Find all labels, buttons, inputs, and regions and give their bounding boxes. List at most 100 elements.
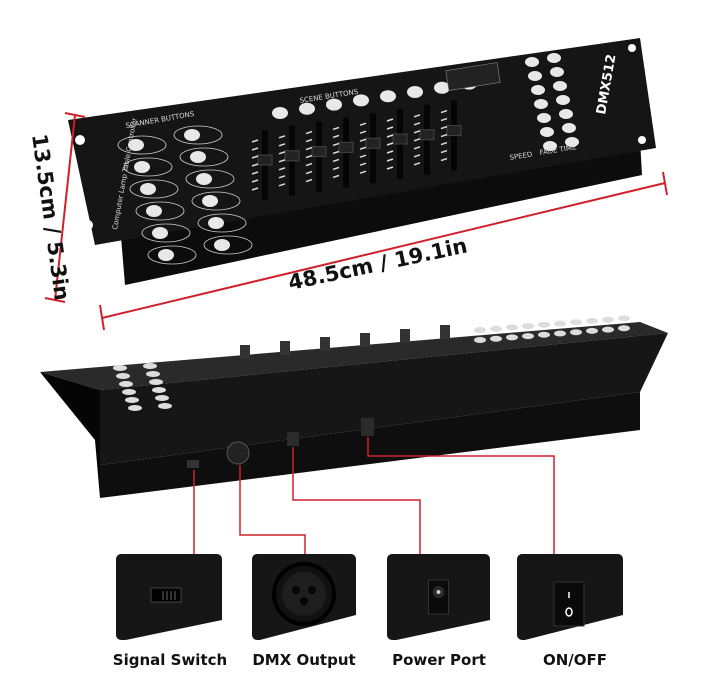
function-button[interactable] — [543, 141, 557, 151]
slide-switch-icon — [150, 587, 182, 603]
rear-button — [506, 324, 518, 331]
function-button[interactable] — [537, 113, 551, 123]
fader-knob[interactable] — [311, 146, 327, 158]
fader-knob[interactable] — [392, 133, 408, 145]
rear-button — [474, 337, 486, 343]
rear-button — [149, 379, 163, 385]
function-button[interactable] — [547, 53, 561, 63]
rear-button — [116, 373, 130, 379]
rear-button — [152, 387, 166, 393]
rear-button — [522, 333, 534, 340]
function-button[interactable] — [553, 81, 567, 91]
port-card-0: Signal Switch — [113, 554, 227, 669]
rear-button — [554, 330, 566, 337]
rear-button — [125, 397, 139, 403]
scanner-button-ring — [141, 223, 191, 243]
scanner-button[interactable] — [158, 249, 174, 261]
function-button[interactable] — [559, 109, 573, 119]
rear-button — [602, 316, 614, 323]
scanner-button-ring — [197, 213, 247, 233]
rear-button — [122, 389, 136, 395]
scanner-button-ring — [123, 157, 173, 177]
scanner-button[interactable] — [134, 161, 150, 173]
scene-button[interactable] — [407, 86, 423, 98]
scene-button[interactable] — [434, 81, 450, 94]
function-button[interactable] — [565, 137, 579, 147]
function-button[interactable] — [562, 123, 576, 133]
scanner-button[interactable] — [184, 129, 200, 141]
rear-button — [618, 315, 630, 322]
power-port — [287, 432, 299, 446]
rear-button — [490, 325, 502, 332]
dc-jack-icon — [428, 579, 449, 615]
scanner-button-ring — [191, 191, 241, 211]
rear-button — [554, 320, 566, 327]
rear-button — [570, 329, 582, 336]
rear-button — [506, 334, 518, 341]
function-button[interactable] — [528, 71, 542, 81]
fader-knob[interactable] — [365, 137, 381, 149]
scanner-button[interactable] — [140, 183, 156, 195]
scene-button[interactable] — [272, 107, 288, 119]
rear-button — [119, 381, 133, 387]
function-button[interactable] — [531, 85, 545, 95]
fader-knob[interactable] — [419, 129, 435, 141]
rocker-switch-icon — [553, 581, 585, 627]
port-card-1: DMX Output — [252, 554, 356, 669]
rear-button — [158, 403, 172, 409]
dmx-port — [226, 441, 250, 465]
scanner-button[interactable] — [146, 205, 162, 217]
rear-button — [570, 319, 582, 326]
scanner-button[interactable] — [190, 151, 206, 163]
rear-button — [146, 371, 160, 377]
scanner-button[interactable] — [202, 195, 218, 207]
scanner-button-ring — [203, 235, 253, 255]
rear-button — [538, 321, 550, 328]
scanner-button-ring — [179, 147, 229, 167]
scanner-button-ring — [147, 245, 197, 265]
function-button[interactable] — [534, 99, 548, 109]
controller-top-view: SCANNER BUTTONS SCENE BUTTONS SPEED FADE… — [68, 38, 656, 285]
rear-button — [618, 325, 630, 332]
port-label: DMX Output — [252, 651, 355, 669]
rear-button — [538, 331, 550, 338]
rear-fader-knob — [240, 345, 250, 359]
height-label: 13.5cm / 5.3in — [27, 132, 74, 302]
scanner-button[interactable] — [196, 173, 212, 185]
rear-fader-knob — [440, 325, 450, 339]
fader-knob[interactable] — [257, 154, 273, 166]
scene-button[interactable] — [326, 98, 342, 111]
lcd-display — [445, 62, 501, 91]
rear-button — [128, 405, 142, 411]
xlr-connector-icon — [272, 562, 336, 626]
speed-label: SPEED — [509, 150, 533, 161]
fader-knob[interactable] — [284, 150, 300, 162]
rear-fader-knob — [400, 329, 410, 343]
port-label: ON/OFF — [543, 651, 607, 669]
scanner-button[interactable] — [208, 217, 224, 229]
scanner-button-ring — [185, 169, 235, 189]
fader-knob[interactable] — [446, 125, 462, 137]
callout-lines — [193, 437, 555, 555]
port-label: Power Port — [392, 651, 486, 669]
function-button[interactable] — [550, 67, 564, 77]
scanner-button[interactable] — [214, 239, 230, 251]
function-button[interactable] — [540, 127, 554, 137]
scanner-button[interactable] — [128, 139, 144, 151]
port-card-3: ON/OFF — [517, 554, 623, 669]
rear-button — [155, 395, 169, 401]
function-button[interactable] — [556, 95, 570, 105]
rear-button — [113, 365, 127, 371]
scanner-button-ring — [117, 135, 167, 155]
on-off-port — [361, 418, 374, 436]
scanner-button[interactable] — [152, 227, 168, 239]
port-card-2: Power Port — [387, 554, 490, 669]
scene-button[interactable] — [353, 94, 369, 107]
rear-button — [602, 326, 614, 333]
function-button[interactable] — [525, 57, 539, 67]
rear-button — [143, 363, 157, 369]
scene-button[interactable] — [380, 90, 396, 103]
scene-button[interactable] — [299, 102, 315, 115]
fader-knob[interactable] — [338, 141, 354, 153]
